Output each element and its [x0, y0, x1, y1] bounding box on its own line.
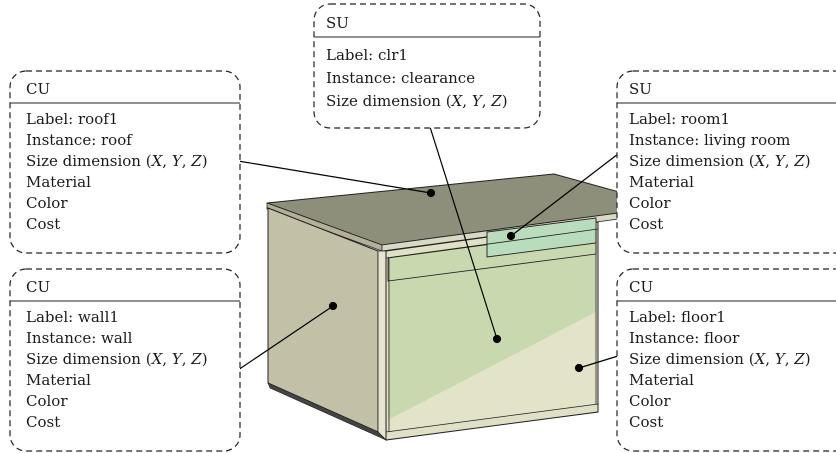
unit-label: Label: floor1: [629, 308, 726, 326]
unit-box-clearance: SU Label: clr1 Instance: clearance Size …: [313, 3, 541, 129]
leader-wall-dot: [328, 301, 338, 311]
frame-inner-top: [385, 228, 599, 259]
wall-corner-band: [377, 250, 387, 441]
unit-material: Material: [26, 173, 91, 191]
room-back-wall: [388, 254, 596, 420]
unit-type: CU: [26, 278, 50, 296]
unit-size: Size dimension (X, Y, Z): [26, 152, 208, 170]
leaders: [237, 126, 619, 373]
unit-instance: Instance: clearance: [326, 69, 475, 87]
unit-label: Label: clr1: [326, 46, 408, 64]
unit-type: CU: [629, 278, 653, 296]
unit-label: Label: room1: [629, 110, 730, 128]
leader-roof-dot: [426, 188, 436, 198]
unit-color: Color: [629, 392, 671, 410]
leader-clearance: [429, 126, 498, 340]
unit-label: Label: wall1: [26, 308, 119, 326]
unit-instance: Instance: living room: [629, 131, 790, 149]
unit-material: Material: [26, 371, 91, 389]
unit-cost: Cost: [629, 215, 663, 233]
unit-instance: Instance: floor: [629, 329, 740, 347]
unit-material: Material: [629, 371, 694, 389]
house-model: [266, 173, 671, 441]
unit-color: Color: [629, 194, 671, 212]
unit-cost: Cost: [26, 215, 60, 233]
unit-label: Label: roof1: [26, 110, 118, 128]
leader-room: [510, 153, 619, 237]
unit-color: Color: [26, 194, 68, 212]
unit-type: SU: [629, 80, 652, 98]
unit-box-wall: CU Label: wall1 Instance: wall Size dime…: [9, 268, 241, 452]
unit-type: CU: [26, 80, 50, 98]
leader-clearance-dot: [492, 334, 502, 344]
unit-size: Size dimension (X, Y, Z): [326, 92, 508, 110]
unit-material: Material: [629, 173, 694, 191]
unit-box-floor: CU Label: floor1 Instance: floor Size di…: [616, 268, 836, 452]
unit-box-room: SU Label: room1 Instance: living room Si…: [616, 70, 836, 254]
leader-wall: [237, 305, 334, 371]
leader-roof: [237, 160, 432, 194]
unit-size: Size dimension (X, Y, Z): [26, 350, 208, 368]
unit-color: Color: [26, 392, 68, 410]
unit-size: Size dimension (X, Y, Z): [629, 152, 811, 170]
room-floor: [388, 312, 596, 432]
unit-cost: Cost: [629, 413, 663, 431]
unit-size: Size dimension (X, Y, Z): [629, 350, 811, 368]
unit-type: SU: [326, 14, 349, 32]
leader-floor: [578, 355, 619, 369]
leader-floor-dot: [574, 363, 584, 373]
unit-cost: Cost: [26, 413, 60, 431]
leader-room-dot: [506, 231, 516, 241]
unit-box-roof: CU Label: roof1 Instance: roof Size dime…: [9, 70, 241, 254]
frame-inner-bottom: [385, 403, 599, 433]
unit-instance: Instance: wall: [26, 329, 133, 347]
unit-instance: Instance: roof: [26, 131, 133, 149]
